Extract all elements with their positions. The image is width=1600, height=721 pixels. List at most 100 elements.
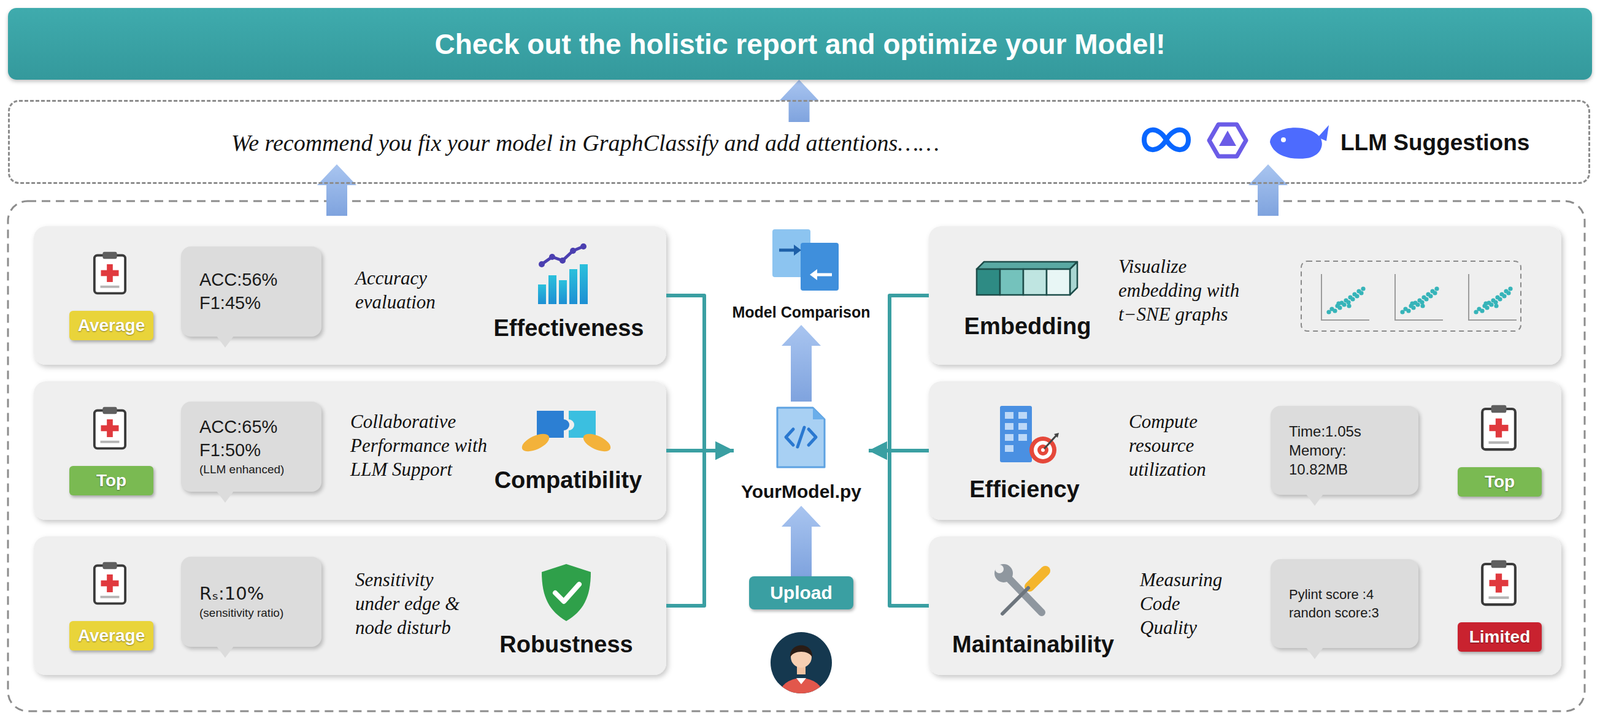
efficiency-icon (1004, 434, 1014, 442)
code-file-icon (797, 427, 805, 448)
badge-label: Limited (1469, 627, 1531, 648)
report-icon (94, 252, 126, 294)
puzzle-icon (580, 430, 614, 456)
shield-icon (541, 564, 591, 622)
metric-panel: AverageACC:56% F1:45%Accuracy evaluation… (33, 226, 667, 366)
efficiency-icon (1044, 435, 1057, 450)
report-icon (94, 562, 126, 605)
metric-value: Pylint score :4 randon score:3 (1288, 585, 1388, 623)
speech-bubble: ACC:65% F1:50%(LLM enhanced) (180, 401, 322, 493)
compare-icon (809, 269, 818, 281)
user-avatar (779, 678, 824, 713)
efficiency-icon (1018, 412, 1027, 420)
connector-arrow (666, 295, 734, 451)
suggestion-box: We recommend you fix your model in Graph… (7, 100, 1591, 185)
chart-icon (538, 243, 588, 305)
metric-panel: TopACC:65% F1:50%(LLM enhanced)Collabora… (33, 381, 667, 521)
efficiency-icon (1018, 434, 1027, 442)
rating-badge: Top (1457, 467, 1542, 497)
puzzle-icon (568, 411, 596, 439)
shield-icon (555, 584, 580, 602)
badge-label: Average (77, 315, 145, 336)
embedding-icon (976, 261, 1078, 296)
chart-icon (538, 243, 587, 268)
button-label: Upload (769, 582, 833, 604)
panel-background (928, 381, 1562, 521)
outer-frame (7, 201, 1585, 712)
node-label: YourModel.py (741, 481, 862, 503)
description: Sensitivity under edge & node disturb (355, 568, 472, 640)
chart-icon (538, 284, 547, 305)
description: Collaborative Performance with LLM Suppo… (350, 410, 493, 482)
speech-bubble: ACC:56% F1:45% (180, 246, 322, 337)
connector-layer (666, 79, 929, 607)
code-file-icon (777, 407, 825, 468)
code-file-icon (777, 407, 825, 468)
metric-value: Rₛ:10% (199, 582, 304, 607)
efficiency-icon (1018, 423, 1027, 431)
tools-icon (1029, 571, 1046, 588)
embedding-icon (1023, 269, 1047, 296)
metric-panel: Time:1.05s Memory: 10.82MB Top Efficiency C… (928, 381, 1562, 521)
model-comparison: Model Comparison (724, 223, 878, 326)
puzzle-icon (536, 411, 570, 439)
chart-icon (579, 264, 588, 305)
rating-badge: Average (69, 621, 154, 651)
panel-background (33, 226, 1562, 676)
scatter-plot (1468, 274, 1517, 321)
llm-logo (1219, 130, 1237, 147)
code-file-icon (808, 429, 816, 446)
scatter-plot (1301, 261, 1521, 332)
chart-icon (549, 253, 556, 261)
efficiency-icon (1000, 406, 1032, 463)
suggestion-text: We recommend you fix your model in Graph… (231, 129, 940, 157)
panel-title: Effectiveness (493, 315, 644, 342)
chart-icon (538, 264, 588, 305)
user-avatar (796, 678, 807, 685)
compare-icon (772, 229, 839, 291)
metric-panel: Embedding Visualize embedding with t−SNE … (928, 226, 1562, 366)
llm-logo (1144, 124, 1329, 159)
description: Compute resource utilization (1128, 410, 1227, 482)
shield-icon (541, 564, 591, 622)
connector-arrow (781, 325, 821, 402)
chart-icon (580, 243, 587, 250)
embedding-icon (1069, 261, 1078, 296)
speech-bubble: Rₛ:10%(sensitivity ratio) (180, 557, 322, 648)
panel-background (33, 536, 667, 676)
panel-title: Embedding (964, 313, 1092, 340)
chart-icon (559, 257, 566, 264)
node-label: Model Comparison (731, 303, 870, 322)
chart-icon (541, 246, 584, 265)
connector-arrow (868, 295, 929, 451)
badge-label: Top (1484, 472, 1515, 493)
compare-icon (815, 273, 832, 277)
compare-icon (800, 242, 839, 291)
code-file-icon (812, 407, 825, 420)
rating-badge: Limited (1457, 622, 1542, 653)
section-heading: LLM Suggestions (1340, 130, 1530, 156)
embedding-icon (976, 261, 1078, 270)
report-icon (1482, 405, 1516, 450)
chart-icon (558, 280, 567, 305)
connector-arrow (666, 450, 734, 607)
report-icon (94, 407, 126, 450)
metric-value: ACC:65% F1:50% (199, 415, 292, 462)
description: Visualize embedding with t−SNE graphs (1118, 255, 1251, 327)
user-avatar (790, 646, 813, 659)
panel-title: Efficiency (969, 476, 1080, 504)
report-icon (1482, 560, 1516, 605)
embedding-icon (1000, 269, 1024, 296)
user-avatar (770, 632, 832, 713)
scatter-plot (1301, 261, 1521, 332)
efficiency-icon (1053, 433, 1059, 439)
tools-icon (995, 565, 1004, 574)
scatter-plot (1395, 274, 1443, 321)
efficiency-icon (1004, 412, 1014, 420)
tools-icon (994, 564, 1013, 583)
tools-icon (994, 564, 1046, 615)
metric-value: Time:1.05s Memory: 10.82MB (1288, 422, 1369, 480)
chart-icon (569, 269, 578, 305)
llm-logo (1317, 125, 1329, 142)
scatter-plot (1321, 274, 1370, 321)
